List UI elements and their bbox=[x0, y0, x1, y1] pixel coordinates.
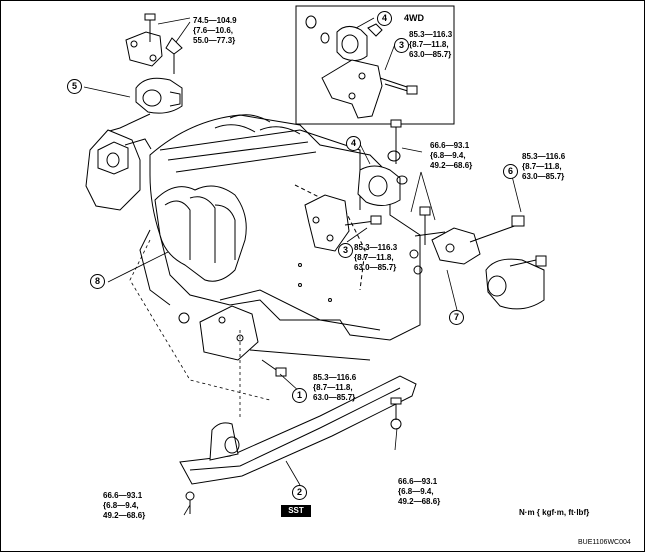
callout-4-inset: 4 bbox=[377, 11, 392, 26]
torque-line: 63.0—85.7} bbox=[409, 50, 452, 59]
torque-line: 85.3—116.3 bbox=[409, 30, 453, 39]
inset-mount-parts bbox=[305, 15, 418, 119]
torque-line: {8.7—11.8, bbox=[409, 40, 449, 49]
transmission-mount-7 bbox=[409, 206, 547, 310]
callout-5: 5 bbox=[67, 79, 82, 94]
callout-3-inset: 3 bbox=[394, 38, 409, 53]
callout-1: 1 bbox=[292, 388, 307, 403]
torque-line: 85.3—116.6 bbox=[313, 373, 357, 382]
torque-line: 49.2—68.6} bbox=[103, 511, 146, 520]
torque-line: 66.6—93.1 bbox=[430, 141, 470, 150]
torque-line: 74.5—104.9 bbox=[193, 16, 237, 25]
engine-mount-5 bbox=[105, 13, 183, 133]
torque-line: 63.0—85.7} bbox=[354, 263, 397, 272]
callout-4: 4 bbox=[346, 136, 361, 151]
callout-3: 3 bbox=[338, 243, 353, 258]
sst-label: SST bbox=[281, 505, 311, 517]
inset-box-4wd bbox=[295, 5, 455, 125]
callout-8: 8 bbox=[90, 274, 105, 289]
torque-line: 66.6—93.1 bbox=[103, 491, 143, 500]
engine-mount-4-main bbox=[304, 119, 408, 252]
torque-line: {7.6—10.6, bbox=[193, 26, 234, 35]
torque-line: {6.8—9.4, bbox=[398, 487, 434, 496]
crossmember-2 bbox=[179, 375, 417, 514]
inset-label-4wd: 4WD bbox=[404, 13, 424, 23]
lower-mount-1 bbox=[178, 305, 287, 377]
leader-lines bbox=[83, 17, 522, 516]
torque-line: {8.7—11.8, bbox=[354, 253, 394, 262]
exhaust-manifold bbox=[139, 185, 247, 306]
torque-line: {6.8—9.4, bbox=[430, 151, 466, 160]
torque-line: {6.8—9.4, bbox=[103, 501, 139, 510]
left-bracket bbox=[85, 129, 152, 211]
unit-legend: N·m { kgf·m, ft·lbf} bbox=[519, 508, 590, 517]
callout-6: 6 bbox=[503, 164, 518, 179]
torque-line: 55.0—77.3} bbox=[193, 36, 236, 45]
torque-line: {8.7—11.8, bbox=[522, 162, 562, 171]
engine-block bbox=[149, 114, 421, 361]
torque-line: 85.3—116.6 bbox=[522, 152, 566, 161]
callout-2: 2 bbox=[292, 485, 307, 500]
callout-7: 7 bbox=[449, 310, 464, 325]
torque-line: 49.2—68.6} bbox=[430, 161, 473, 170]
torque-line: 66.6—93.1 bbox=[398, 477, 438, 486]
figure-code: BUE1106WC004 bbox=[578, 539, 631, 546]
torque-line: 85.3—116.3 bbox=[354, 243, 398, 252]
torque-line: 49.2—68.6} bbox=[398, 497, 441, 506]
torque-line: 63.0—85.7} bbox=[522, 172, 565, 181]
torque-line: 63.0—85.7} bbox=[313, 393, 356, 402]
torque-line: {8.7—11.8, bbox=[313, 383, 353, 392]
